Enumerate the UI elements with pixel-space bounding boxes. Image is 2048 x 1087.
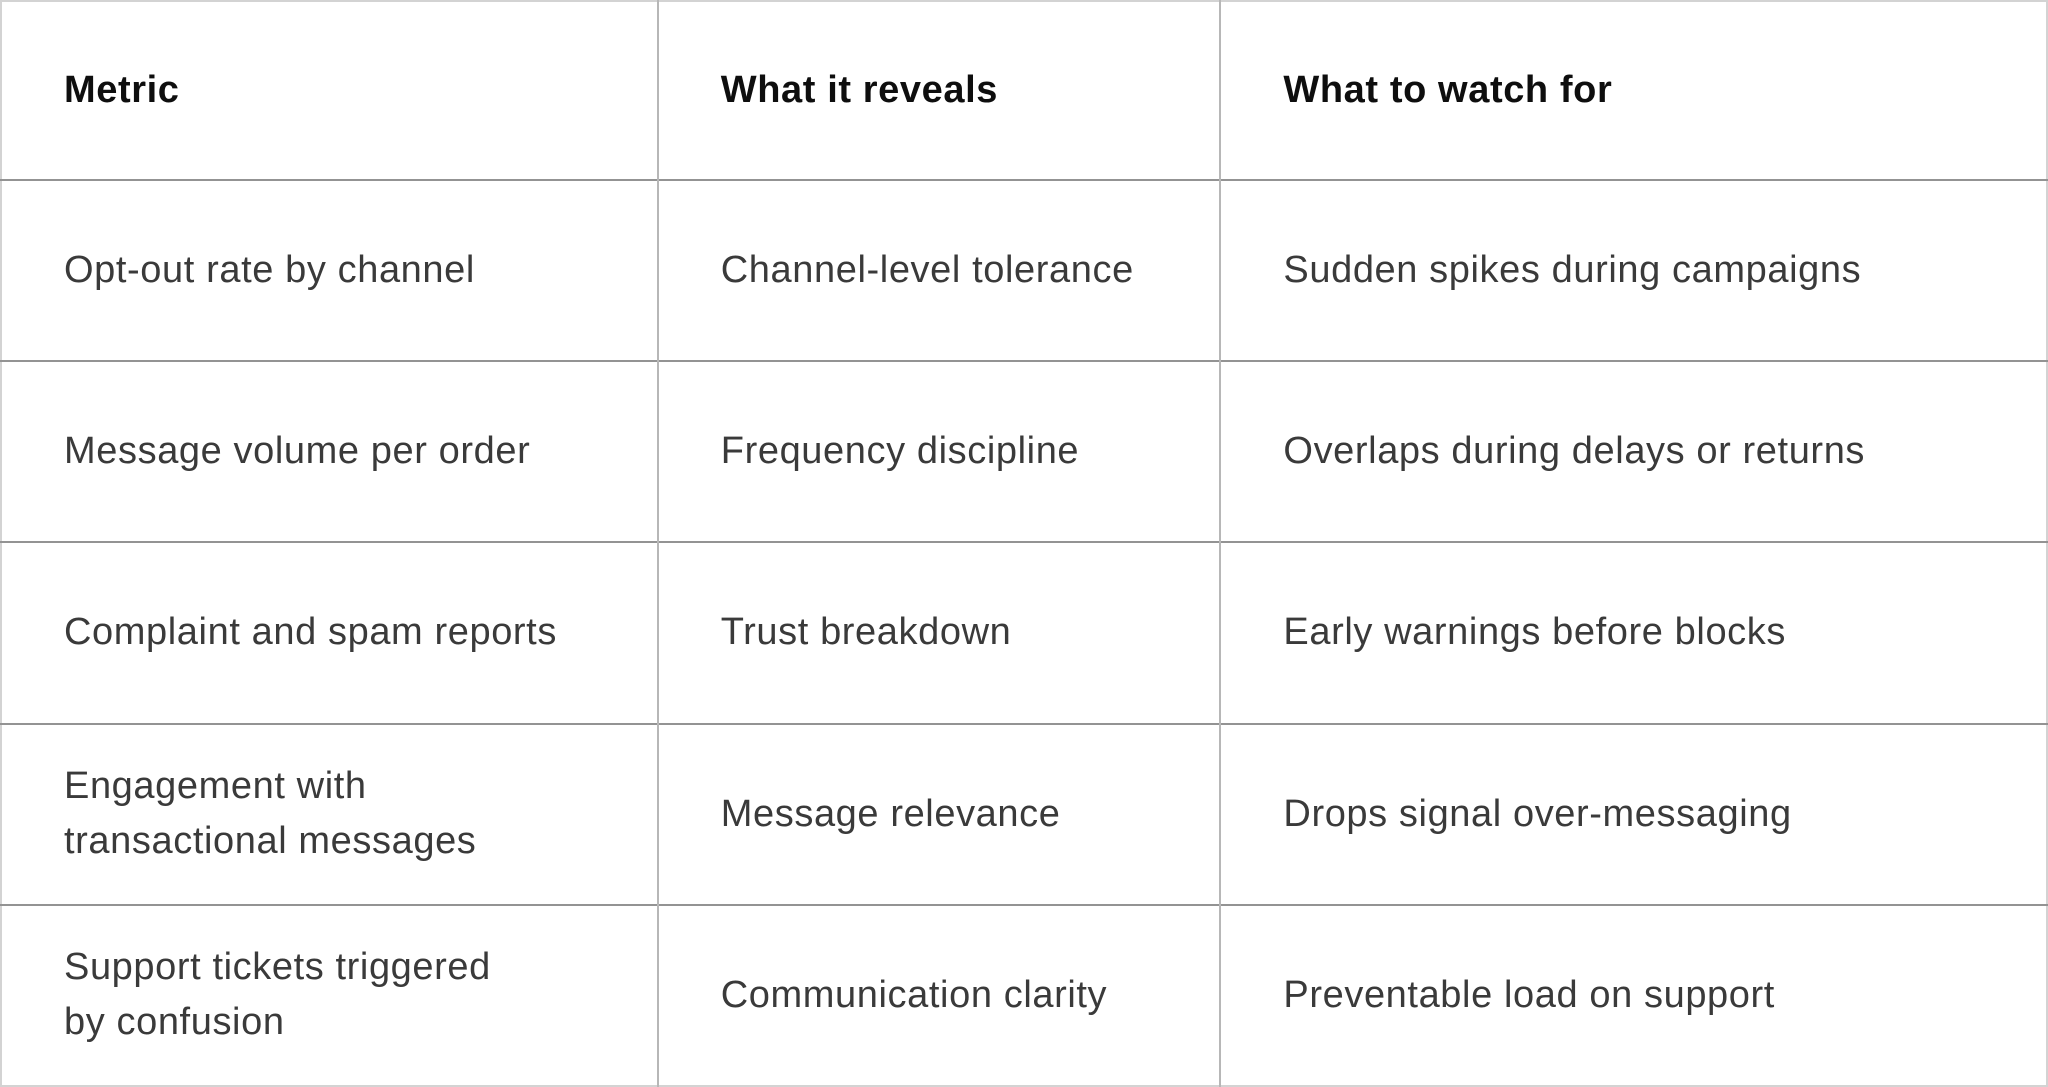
cell-watch-for: Sudden spikes during campaigns [1219,178,2047,362]
cell-reveals: Channel-level tolerance [656,178,1221,362]
column-header-what-to-watch-for: What to watch for [1219,1,2047,180]
cell-reveals: Frequency discipline [656,360,1221,543]
table-row: Engagement with transactional messages M… [1,722,2047,905]
cell-metric: Complaint and spam reports [1,541,658,724]
table-row: Complaint and spam reports Trust breakdo… [1,541,2047,724]
cell-metric: Engagement with transactional messages [1,722,658,905]
cell-reveals: Communication clarity [656,903,1221,1086]
cell-watch-for: Overlaps during delays or returns [1219,360,2047,543]
cell-metric: Message volume per order [1,360,658,543]
cell-metric: Opt-out rate by channel [1,178,658,362]
header-row: Metric What it reveals What to watch for [1,1,2047,180]
column-header-metric: Metric [1,1,658,180]
table-row: Message volume per order Frequency disci… [1,360,2047,543]
cell-watch-for: Drops signal over-messaging [1219,722,2047,905]
cell-reveals: Message relevance [656,722,1221,905]
cell-metric: Support tickets triggered by confusion [1,903,658,1086]
table-row: Support tickets triggered by confusion C… [1,903,2047,1086]
cell-watch-for: Preventable load on support [1219,903,2047,1086]
table-header: Metric What it reveals What to watch for [1,1,2047,180]
table-body: Opt-out rate by channel Channel-level to… [1,178,2047,1086]
column-header-what-it-reveals: What it reveals [656,1,1221,180]
table-row: Opt-out rate by channel Channel-level to… [1,178,2047,362]
cell-watch-for: Early warnings before blocks [1219,541,2047,724]
cell-reveals: Trust breakdown [656,541,1221,724]
